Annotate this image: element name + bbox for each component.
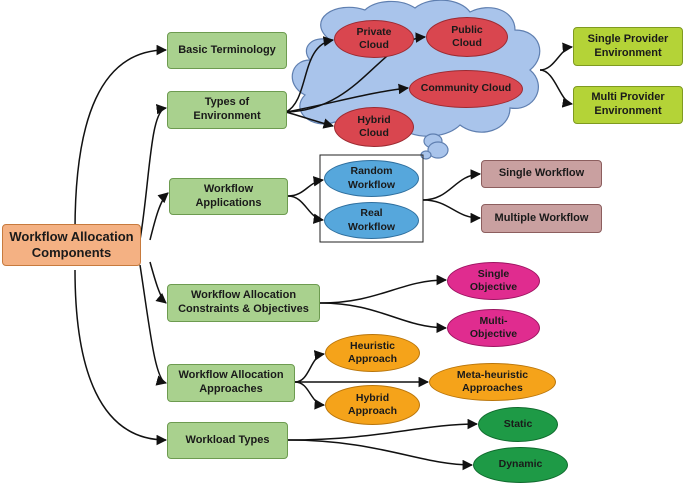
- edge-type-multiple-workflow: [422, 199, 482, 224]
- heuristic-approach-node: Heuristic Approach: [325, 334, 420, 372]
- approaches-node: Workflow Allocation Approaches: [167, 364, 295, 402]
- edge-env-community: [285, 83, 410, 113]
- edge-app-random: [287, 176, 325, 197]
- hybrid-cloud-node: Hybrid Cloud: [334, 107, 414, 147]
- edge-root-constraints: [149, 261, 167, 304]
- root-node: Workflow Allocation Components: [2, 224, 141, 266]
- multi-objective-node: Multi-Objective: [447, 309, 540, 347]
- edge-workload-static: [287, 418, 479, 441]
- public-cloud-node: Public Cloud: [426, 17, 508, 57]
- real-workflow-node: Real Workflow: [324, 202, 419, 239]
- types-of-environment-node: Types of Environment: [167, 91, 287, 129]
- edge-cloud-single-provider: [539, 42, 574, 71]
- meta-heuristic-approaches-node: Meta-heuristic Approaches: [429, 363, 556, 401]
- multi-provider-environment-node: Multi Provider Environment: [573, 86, 683, 124]
- edge-constraints-single-objective: [319, 274, 448, 304]
- hybrid-approach-node: Hybrid Approach: [325, 385, 420, 425]
- edge-workload-dynamic: [287, 439, 474, 471]
- private-cloud-node: Private Cloud: [334, 20, 414, 58]
- edge-root-workflow-applications: [149, 192, 169, 241]
- random-workflow-node: Random Workflow: [324, 160, 419, 197]
- edge-approaches-heuristic: [294, 350, 326, 383]
- workflow-applications-node: Workflow Applications: [169, 178, 288, 215]
- single-workflow-node: Single Workflow: [481, 160, 602, 188]
- edge-app-real: [287, 195, 325, 224]
- workflow-type-group-box: [319, 154, 424, 243]
- community-cloud-node: Community Cloud: [409, 70, 523, 108]
- edge-root-workload-types: [74, 269, 168, 446]
- edge-type-single-workflow: [422, 169, 482, 201]
- edge-env-private: [285, 36, 335, 113]
- edge-root-approaches: [139, 264, 168, 386]
- single-objective-node: Single Objective: [447, 262, 540, 300]
- edge-approaches-hybrid: [294, 381, 326, 410]
- edge-root-basic-terminology: [74, 44, 168, 231]
- edge-env-hybrid: [285, 111, 335, 129]
- basic-terminology-node: Basic Terminology: [167, 32, 287, 69]
- multiple-workflow-node: Multiple Workflow: [481, 204, 602, 233]
- static-workload-node: Static: [478, 407, 558, 442]
- dynamic-workload-node: Dynamic: [473, 447, 568, 483]
- cloud-bubble-medium: [427, 141, 449, 159]
- edge-root-types-of-environment: [139, 104, 168, 241]
- edge-cloud-multi-provider: [539, 69, 574, 108]
- connectors: [74, 32, 574, 471]
- single-provider-environment-node: Single Provider Environment: [573, 27, 683, 66]
- edge-constraints-multi-objective: [319, 302, 448, 334]
- constraints-objectives-node: Workflow Allocation Constraints & Object…: [167, 284, 320, 322]
- workload-types-node: Workload Types: [167, 422, 288, 459]
